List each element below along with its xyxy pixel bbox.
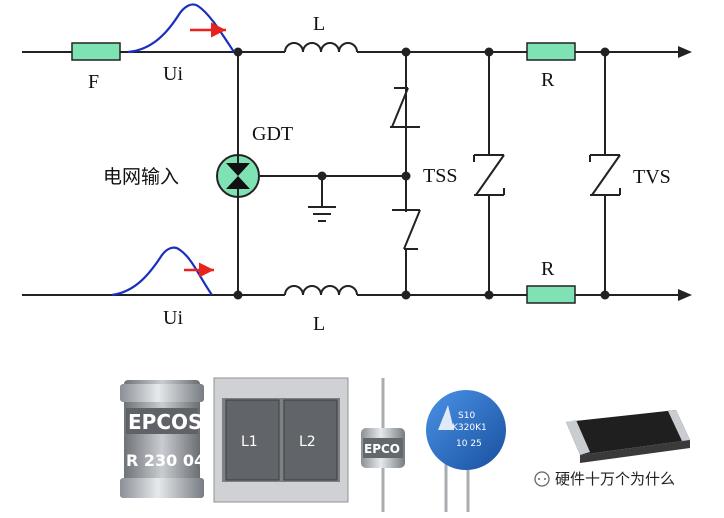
gdt-brand-text: EPCOS [128,410,202,434]
tss-label: TSS [423,165,457,187]
gdt-label: GDT [252,123,293,145]
axial-gdt-brand: EPCO [364,442,400,456]
top-line [22,42,692,61]
tvs-label: TVS [633,166,671,188]
bottom-line [22,285,692,304]
dual-module-photo: L1 L2 [213,377,349,503]
tvs-branch [589,47,621,300]
surge-wave-bottom [111,246,214,297]
inductor-label-bottom: L [313,313,325,335]
inductor-top [284,42,358,53]
ground-icon [308,171,336,222]
watermark: 硬件十万个为什么 [534,470,675,488]
arrow-out-bottom [678,289,692,301]
varistor-text-1: S10 [458,411,475,421]
smd-chip-photo [566,410,690,463]
ui-label-bottom: Ui [163,307,183,329]
fuse-label: F [88,71,99,93]
varistor-text-3: 10 25 [456,439,482,449]
resistor-label-top: R [541,69,555,91]
module-label-l2: L2 [299,434,316,450]
resistor-top [526,42,576,61]
tss-symbol [474,154,505,196]
arrow-out-top [678,46,692,58]
inductor-label-top: L [313,13,325,35]
gdt-component-photo: EPCOS R 230 04 [120,380,205,498]
ui-label-top: Ui [163,63,183,85]
axial-gdt-photo: EPCO [361,378,405,512]
tss-branch [473,47,505,300]
varistor-text-2: K320K1 [452,423,487,433]
chat-bubble-icon [534,471,550,487]
gdt-part-text: R 230 04 [126,451,205,470]
watermark-text: 硬件十万个为什么 [555,470,675,488]
inductor-bottom [284,285,358,296]
tvs-symbol [590,154,621,196]
resistor-bottom [526,285,576,304]
module-label-l1: L1 [241,434,258,450]
fuse [71,42,121,61]
tss-stack [390,47,421,300]
surge-wave-top [127,3,235,54]
gdt-branch [216,47,406,300]
varistor-photo: S10 K320K1 10 25 [426,390,506,512]
zener-upper [390,87,420,128]
resistor-label-bottom: R [541,258,555,280]
grid-input-label: 电网输入 [103,166,179,188]
zener-lower [392,209,421,250]
